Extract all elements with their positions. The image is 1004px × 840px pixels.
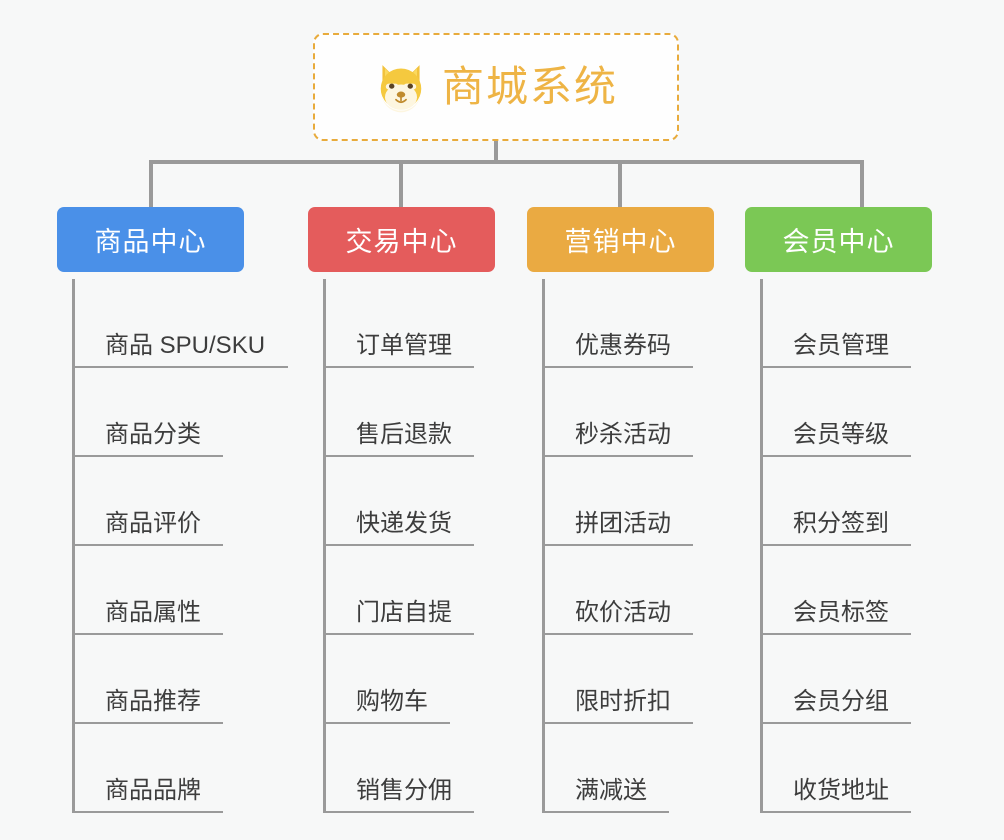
leaf-underline bbox=[542, 544, 693, 546]
leaf-item[interactable]: 限时折扣 bbox=[542, 635, 747, 724]
leaf-item[interactable]: 收货地址 bbox=[760, 724, 965, 813]
leaf-item[interactable]: 会员分组 bbox=[760, 635, 965, 724]
category-header-1[interactable]: 交易中心 bbox=[308, 207, 495, 272]
connector-drop-3 bbox=[618, 160, 622, 208]
leaf-item[interactable]: 商品评价 bbox=[72, 457, 277, 546]
leaf-item[interactable]: 拼团活动 bbox=[542, 457, 747, 546]
leaf-underline bbox=[323, 811, 474, 813]
leaf-underline bbox=[323, 633, 474, 635]
leaf-label: 售后退款 bbox=[356, 421, 452, 448]
leaf-underline bbox=[760, 811, 911, 813]
connector-root-stem bbox=[494, 141, 498, 163]
leaf-list-3: 会员管理 会员等级 积分签到 会员标签 会员分组 收货地址 bbox=[760, 279, 965, 813]
category-label-3: 会员中心 bbox=[782, 227, 895, 257]
leaf-label: 积分签到 bbox=[793, 510, 889, 537]
leaf-underline bbox=[542, 722, 693, 724]
branch-spine-1 bbox=[323, 279, 326, 813]
leaf-label: 拼团活动 bbox=[575, 510, 671, 537]
leaf-item[interactable]: 售后退款 bbox=[323, 368, 528, 457]
leaf-item[interactable]: 满减送 bbox=[542, 724, 747, 813]
leaf-item[interactable]: 商品属性 bbox=[72, 546, 277, 635]
leaf-underline bbox=[72, 366, 288, 368]
leaf-label: 快递发货 bbox=[356, 510, 452, 537]
leaf-underline bbox=[323, 366, 474, 368]
branch-spine-2 bbox=[542, 279, 545, 813]
leaf-label: 秒杀活动 bbox=[575, 421, 671, 448]
leaf-item[interactable]: 积分签到 bbox=[760, 457, 965, 546]
category-header-2[interactable]: 营销中心 bbox=[527, 207, 714, 272]
leaf-label: 门店自提 bbox=[356, 599, 452, 626]
leaf-underline bbox=[760, 633, 911, 635]
leaf-label: 购物车 bbox=[356, 688, 428, 715]
category-header-0[interactable]: 商品中心 bbox=[57, 207, 244, 272]
leaf-label: 限时折扣 bbox=[575, 688, 671, 715]
leaf-label: 商品评价 bbox=[105, 510, 201, 537]
leaf-item[interactable]: 秒杀活动 bbox=[542, 368, 747, 457]
leaf-item[interactable]: 订单管理 bbox=[323, 279, 528, 368]
leaf-label: 销售分佣 bbox=[356, 777, 452, 804]
connector-bus bbox=[149, 160, 864, 164]
leaf-label: 订单管理 bbox=[356, 332, 452, 359]
branch-spine-0 bbox=[72, 279, 75, 813]
leaf-label: 会员管理 bbox=[793, 332, 889, 359]
leaf-underline bbox=[542, 811, 669, 813]
leaf-underline bbox=[323, 544, 474, 546]
branch-spine-3 bbox=[760, 279, 763, 813]
leaf-label: 收货地址 bbox=[793, 777, 889, 804]
leaf-item[interactable]: 门店自提 bbox=[323, 546, 528, 635]
leaf-label: 砍价活动 bbox=[575, 599, 671, 626]
leaf-label: 商品分类 bbox=[105, 421, 201, 448]
leaf-label: 商品属性 bbox=[105, 599, 201, 626]
connector-drop-2 bbox=[399, 160, 403, 208]
leaf-underline bbox=[760, 455, 911, 457]
leaf-underline bbox=[72, 811, 223, 813]
leaf-underline bbox=[542, 633, 693, 635]
category-header-3[interactable]: 会员中心 bbox=[745, 207, 932, 272]
leaf-item[interactable]: 优惠券码 bbox=[542, 279, 747, 368]
leaf-underline bbox=[760, 722, 911, 724]
root-node[interactable]: 商城系统 bbox=[313, 33, 679, 141]
leaf-label: 会员分组 bbox=[793, 688, 889, 715]
category-label-2: 营销中心 bbox=[564, 227, 677, 257]
leaf-item[interactable]: 商品分类 bbox=[72, 368, 277, 457]
leaf-underline bbox=[72, 544, 223, 546]
leaf-item[interactable]: 会员等级 bbox=[760, 368, 965, 457]
leaf-underline bbox=[72, 633, 223, 635]
leaf-underline bbox=[760, 544, 911, 546]
leaf-item[interactable]: 砍价活动 bbox=[542, 546, 747, 635]
leaf-label: 会员等级 bbox=[793, 421, 889, 448]
leaf-label: 会员标签 bbox=[793, 599, 889, 626]
leaf-item[interactable]: 商品推荐 bbox=[72, 635, 277, 724]
leaf-item[interactable]: 会员管理 bbox=[760, 279, 965, 368]
leaf-item[interactable]: 会员标签 bbox=[760, 546, 965, 635]
leaf-label: 商品 SPU/SKU bbox=[105, 332, 266, 359]
leaf-item[interactable]: 快递发货 bbox=[323, 457, 528, 546]
category-label-1: 交易中心 bbox=[345, 227, 458, 257]
leaf-list-1: 订单管理 售后退款 快递发货 门店自提 购物车 销售分佣 bbox=[323, 279, 528, 813]
leaf-label: 满减送 bbox=[575, 777, 647, 804]
leaf-item[interactable]: 购物车 bbox=[323, 635, 528, 724]
leaf-item[interactable]: 销售分佣 bbox=[323, 724, 528, 813]
category-label-0: 商品中心 bbox=[94, 227, 207, 257]
leaf-underline bbox=[323, 722, 450, 724]
leaf-list-2: 优惠券码 秒杀活动 拼团活动 砍价活动 限时折扣 满减送 bbox=[542, 279, 747, 813]
leaf-underline bbox=[760, 366, 911, 368]
shiba-dog-face-icon bbox=[374, 60, 428, 114]
leaf-underline bbox=[542, 455, 693, 457]
leaf-label: 商品推荐 bbox=[105, 688, 201, 715]
connector-drop-4 bbox=[860, 160, 864, 208]
leaf-label: 商品品牌 bbox=[105, 777, 201, 804]
leaf-list-0: 商品 SPU/SKU 商品分类 商品评价 商品属性 商品推荐 商品品牌 bbox=[72, 279, 288, 813]
leaf-item[interactable]: 商品品牌 bbox=[72, 724, 277, 813]
root-label: 商城系统 bbox=[441, 63, 618, 110]
leaf-underline bbox=[323, 455, 474, 457]
leaf-underline bbox=[72, 455, 223, 457]
leaf-item[interactable]: 商品 SPU/SKU bbox=[72, 279, 288, 368]
leaf-underline bbox=[72, 722, 223, 724]
leaf-underline bbox=[542, 366, 693, 368]
connector-drop-1 bbox=[149, 160, 153, 208]
leaf-label: 优惠券码 bbox=[575, 332, 671, 359]
